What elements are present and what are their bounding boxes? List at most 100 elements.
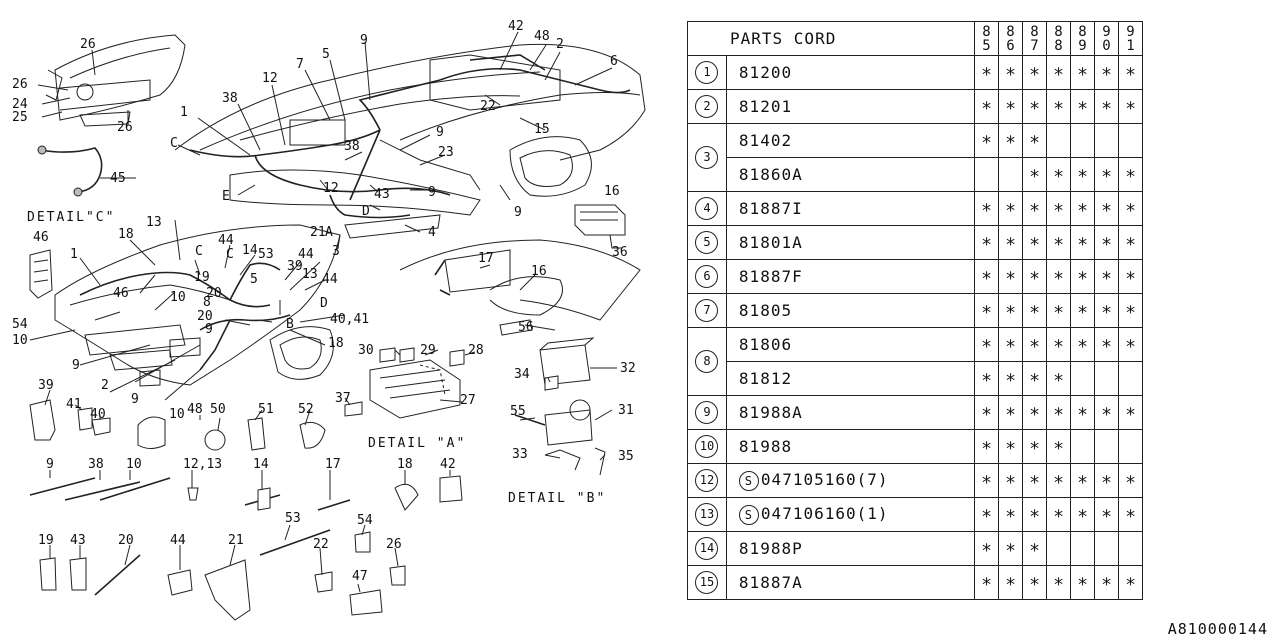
year-cell: ∗ <box>974 191 999 226</box>
callout-label: 18 <box>328 336 344 351</box>
year-cell: ∗ <box>1070 157 1095 192</box>
callout-label: 4 <box>428 225 436 240</box>
year-cell: ∗ <box>974 55 999 90</box>
year-cell <box>1046 123 1071 158</box>
applicable-mark: ∗ <box>1077 333 1088 354</box>
part-number-cell: 12 <box>687 463 727 498</box>
year-cell: ∗ <box>1022 225 1047 260</box>
part-number-cell: 4 <box>687 191 727 226</box>
applicable-mark: ∗ <box>1053 95 1064 116</box>
applicable-mark: ∗ <box>1077 163 1088 184</box>
callout-label: 9 <box>436 125 444 140</box>
callout-label: 53 <box>258 247 274 262</box>
callout-label: 7 <box>296 57 304 72</box>
callout-label: 38 <box>344 139 360 154</box>
part-code: 047106160(1) <box>760 504 889 523</box>
year-cell: ∗ <box>998 565 1023 600</box>
applicable-mark: ∗ <box>1053 163 1064 184</box>
callout-label: 30 <box>358 343 374 358</box>
callout-label: 8 <box>203 295 211 310</box>
part-number-cell: 7 <box>687 293 727 328</box>
applicable-mark: ∗ <box>1053 367 1064 388</box>
part-code-cell: 81200 <box>725 55 976 90</box>
callout-label: 18 <box>397 457 413 472</box>
callout-label: A <box>325 225 333 240</box>
table-row: 81860A∗∗∗∗∗ <box>688 157 1143 192</box>
part-code-cell: 81812 <box>725 361 976 396</box>
applicable-mark: ∗ <box>1005 469 1016 490</box>
callout-label: 3 <box>332 244 340 259</box>
applicable-mark: ∗ <box>1101 265 1112 286</box>
year-cell <box>1094 123 1119 158</box>
car-body-illustration <box>174 43 646 239</box>
applicable-mark: ∗ <box>981 299 992 320</box>
callout-label: 1 <box>70 247 78 262</box>
year-cell: ∗ <box>974 463 999 498</box>
applicable-mark: ∗ <box>1125 265 1136 286</box>
detail-c-connector-46 <box>29 249 53 299</box>
applicable-mark: ∗ <box>1053 469 1064 490</box>
connector-cable-illustration <box>37 145 136 197</box>
year-cell: ∗ <box>1022 157 1047 192</box>
year-cell: ∗ <box>1022 293 1047 328</box>
year-cell: ∗ <box>1046 191 1071 226</box>
part-number-cell: 1 <box>687 55 727 90</box>
part-number-badge: 8 <box>695 350 719 373</box>
applicable-mark: ∗ <box>981 265 992 286</box>
applicable-mark: ∗ <box>1101 61 1112 82</box>
leader-lines <box>29 31 617 593</box>
callout-label: 14 <box>253 457 269 472</box>
callout-label: 19 <box>38 533 54 548</box>
year-cell <box>1094 429 1119 464</box>
callout-label: 50 <box>210 402 226 417</box>
year-digit: 8 <box>982 23 991 40</box>
applicable-mark: ∗ <box>1053 299 1064 320</box>
applicable-mark: ∗ <box>1077 61 1088 82</box>
year-cell: ∗ <box>1118 327 1143 362</box>
s-prefix-badge: S <box>738 471 759 491</box>
year-cell: ∗ <box>1046 361 1071 396</box>
part-number-cell: 2 <box>687 89 727 124</box>
callout-label: 39 <box>287 259 303 274</box>
year-cell: ∗ <box>998 191 1023 226</box>
year-cell: ∗ <box>1022 361 1047 396</box>
applicable-mark: ∗ <box>1005 503 1016 524</box>
applicable-mark: ∗ <box>981 571 992 592</box>
year-cell: ∗ <box>998 395 1023 430</box>
year-cell: ∗ <box>1070 89 1095 124</box>
year-cell: ∗ <box>1046 225 1071 260</box>
callout-label: 16 <box>531 264 547 279</box>
callout-label: 15 <box>534 122 550 137</box>
year-cell: ∗ <box>1094 395 1119 430</box>
callout-label: 9 <box>131 392 139 407</box>
callout-label: 34 <box>514 367 530 382</box>
year-cell: ∗ <box>974 89 999 124</box>
year-cell: ∗ <box>998 55 1023 90</box>
part-number-badge: 14 <box>695 537 719 560</box>
year-cell: ∗ <box>998 293 1023 328</box>
year-cell: ∗ <box>1094 55 1119 90</box>
part-code: 81801A <box>738 233 803 252</box>
callout-label: D <box>320 296 328 311</box>
small-parts-illustrations <box>29 399 463 621</box>
callout-label: 19 <box>194 270 210 285</box>
callout-label: 40 <box>90 407 106 422</box>
year-cell <box>1070 531 1095 566</box>
part-code: 81988 <box>738 437 793 456</box>
callout-label: 48 <box>187 402 203 417</box>
drawing-code: A810000144 <box>1167 620 1268 638</box>
applicable-mark: ∗ <box>1005 401 1016 422</box>
callout-label: 29 <box>420 343 436 358</box>
part-code: 81200 <box>738 63 793 82</box>
applicable-mark: ∗ <box>1029 367 1040 388</box>
door-panel-illustration <box>45 34 186 127</box>
applicable-mark: ∗ <box>1053 435 1064 456</box>
